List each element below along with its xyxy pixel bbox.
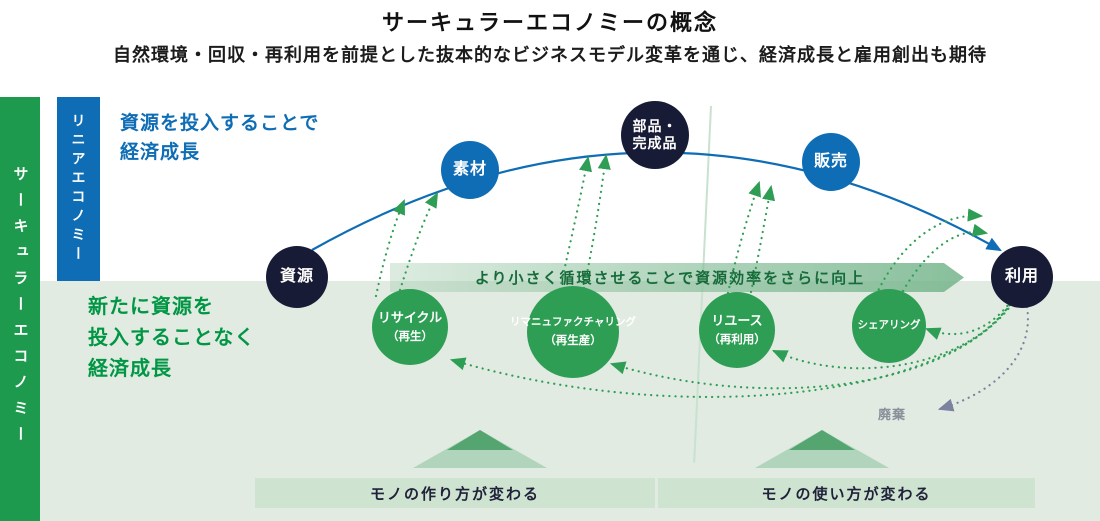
- sidebar-linear-economy: リニアエコノミー: [57, 97, 100, 281]
- node-resources-label: 資源: [279, 268, 314, 285]
- circular-economy-caption: 新たに資源を 投入することなく 経済成長: [88, 296, 256, 380]
- page-subtitle: 自然環境・回収・再利用を前提とした抜本的なビジネスモデル変革を通じ、経済成長と雇…: [113, 45, 987, 65]
- node-reuse-sublabel: （再利用）: [708, 334, 766, 347]
- node-use: 利用: [991, 246, 1053, 308]
- bottom-bar-making-label: モノの作り方が変わる: [369, 485, 540, 503]
- node-recycle-sublabel: （再生）: [387, 331, 433, 344]
- node-parts-finished-goods: 部品・ 完成品: [621, 101, 689, 169]
- node-remanufacturing-label: リマニュファクチャリング: [510, 316, 636, 329]
- node-sharing-label: シェアリング: [857, 319, 921, 332]
- node-use-label: 利用: [1004, 268, 1039, 285]
- node-resources: 資源: [266, 246, 328, 308]
- linear-economy-caption: 資源を投入することで 経済成長: [120, 113, 320, 163]
- node-reuse: リユース （再利用）: [699, 292, 775, 368]
- page-title: サーキュラーエコノミーの概念: [381, 10, 718, 35]
- node-sales-label: 販売: [813, 153, 848, 170]
- node-materials-label: 素材: [452, 161, 487, 178]
- node-sharing: シェアリング: [852, 289, 926, 363]
- node-remanufacturing: リマニュファクチャリング （再生産）: [510, 286, 636, 378]
- waste-label: 廃棄: [878, 407, 907, 422]
- efficiency-banner-arrow: より小さく循環させることで資源効率をさらに向上: [390, 263, 964, 292]
- node-recycle: リサイクル （再生）: [372, 289, 448, 365]
- bottom-bar-making-changes: モノの作り方が変わる: [255, 478, 655, 508]
- node-materials: 素材: [441, 141, 499, 199]
- node-remanufacturing-sublabel: （再生産）: [544, 334, 602, 347]
- sidebar-circular-economy: サーキュラーエコノミー: [0, 97, 40, 521]
- sidebar-circular-label: サーキュラーエコノミー: [11, 166, 29, 452]
- node-recycle-label: リサイクル: [377, 309, 443, 325]
- node-sales: 販売: [802, 133, 860, 191]
- sidebar-linear-label: リニアエコノミー: [70, 113, 87, 265]
- node-parts-label: 部品・ 完成品: [632, 117, 678, 152]
- bottom-bar-usage-label: モノの使い方が変わる: [761, 485, 932, 503]
- bottom-bar-usage-changes: モノの使い方が変わる: [658, 478, 1035, 508]
- node-reuse-label: リユース: [711, 312, 763, 328]
- efficiency-banner-label: より小さく循環させることで資源効率をさらに向上: [474, 270, 866, 287]
